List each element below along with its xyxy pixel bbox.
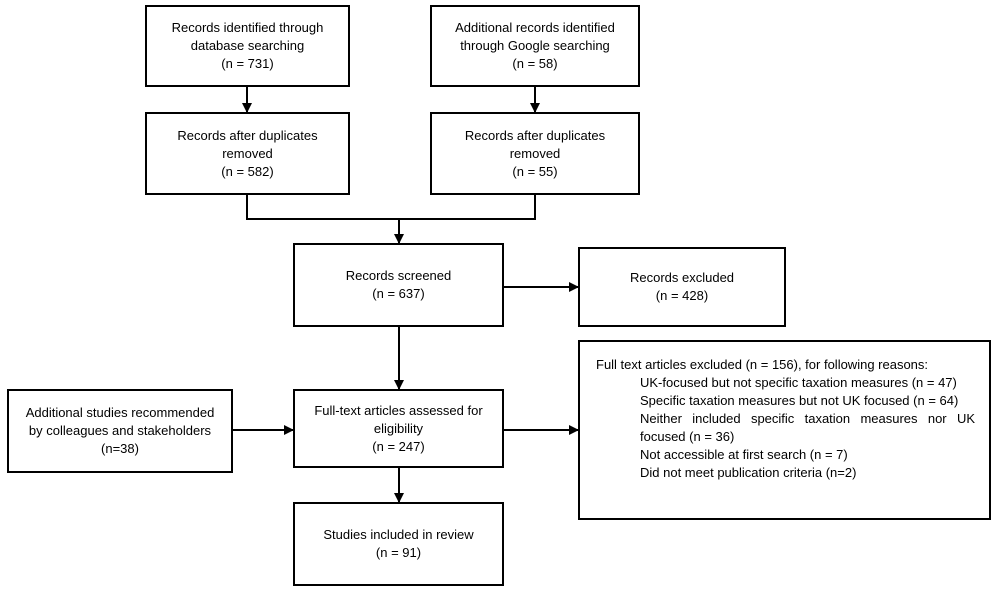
exclusion-reason: Not accessible at first search (n = 7)	[640, 447, 848, 462]
fulltext-line-2: eligibility	[373, 420, 424, 436]
google-search-line-1: Additional records identified	[455, 20, 615, 35]
database-search-line-2: database searching	[190, 38, 305, 53]
records-screened-label: Records screened	[345, 268, 452, 283]
exclusion-reason: Did not meet publication criteria (n=2)	[640, 465, 857, 480]
exclusion-reason: UK-focused but not specific taxation mea…	[640, 375, 957, 390]
recommended-count: (n=38)	[101, 441, 139, 456]
exclusion-reason: Neither included specific taxation measu…	[640, 411, 975, 444]
records-screened-box: Records screened (n = 637)	[293, 243, 504, 327]
fulltext-count: (n = 247)	[372, 438, 425, 454]
google-dedup-line-2: removed	[509, 145, 561, 161]
records-excluded-label: Records excluded	[629, 270, 735, 285]
recommended-line-1: Additional studies recommended	[25, 405, 215, 420]
google-search-line-2: through Google searching	[460, 38, 610, 53]
database-dedup-line-1: Records after duplicates	[177, 127, 318, 143]
fulltext-assessed-box: Full-text articles assessed for eligibil…	[293, 389, 504, 468]
records-screened-count: (n = 637)	[372, 286, 425, 301]
google-dedup-count: (n = 55)	[512, 163, 558, 179]
database-search-box: Records identified through database sear…	[145, 5, 350, 87]
database-dedup-line-2: removed	[222, 145, 273, 161]
fulltext-exclusions-box: Full text articles excluded (n = 156), f…	[578, 340, 991, 520]
studies-included-count: (n = 91)	[375, 545, 422, 560]
database-search-count: (n = 731)	[221, 56, 274, 71]
exclusion-reasons-list: UK-focused but not specific taxation mea…	[596, 374, 975, 482]
studies-included-box: Studies included in review (n = 91)	[293, 502, 504, 586]
records-excluded-count: (n = 428)	[655, 288, 709, 303]
recommended-line-2: by colleagues and stakeholders	[28, 423, 212, 438]
database-dedup-count: (n = 582)	[221, 163, 274, 179]
studies-included-label: Studies included in review	[323, 527, 474, 542]
records-excluded-box: Records excluded (n = 428)	[578, 247, 786, 327]
database-search-line-1: Records identified through	[171, 20, 324, 35]
merge-line	[246, 195, 536, 220]
fulltext-line-1: Full-text articles assessed for	[314, 402, 483, 418]
google-search-count: (n = 58)	[512, 56, 558, 71]
database-dedup-box: Records after duplicates removed (n = 58…	[145, 112, 350, 195]
google-dedup-line-1: Records after duplicates	[464, 127, 606, 143]
google-search-box: Additional records identified through Go…	[430, 5, 640, 87]
exclusion-reason: Specific taxation measures but not UK fo…	[640, 393, 959, 408]
recommended-studies-box: Additional studies recommended by collea…	[7, 389, 233, 473]
google-dedup-box: Records after duplicates removed (n = 55…	[430, 112, 640, 195]
exclusions-heading: Full text articles excluded (n = 156), f…	[596, 357, 929, 372]
